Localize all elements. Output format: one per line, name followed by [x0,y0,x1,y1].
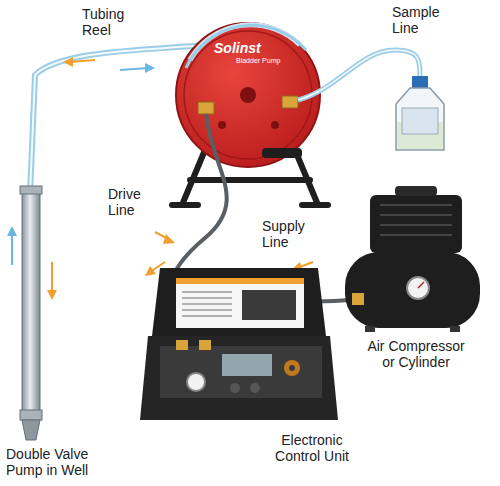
brand-mark: Solinst [214,40,284,56]
part-label: Air Compressor or Cylinder [362,338,470,370]
tubing-reel [176,23,320,167]
part-label: Drive Line [108,186,156,218]
part-label: Supply Line [262,218,317,250]
part-label: Tubing Reel [82,6,142,38]
part-label: Electronic Control Unit [262,432,362,464]
part-label: Sample Line [392,4,447,36]
part-label: Double Valve Pump in Well [6,446,106,478]
bladder-pump [20,186,42,440]
air-compressor [345,186,480,332]
product-name: Bladder Pump [236,57,296,65]
tubing [30,45,205,195]
sample-line [298,50,420,100]
sample-bottle [396,76,444,150]
electronic-control-unit [140,268,338,420]
